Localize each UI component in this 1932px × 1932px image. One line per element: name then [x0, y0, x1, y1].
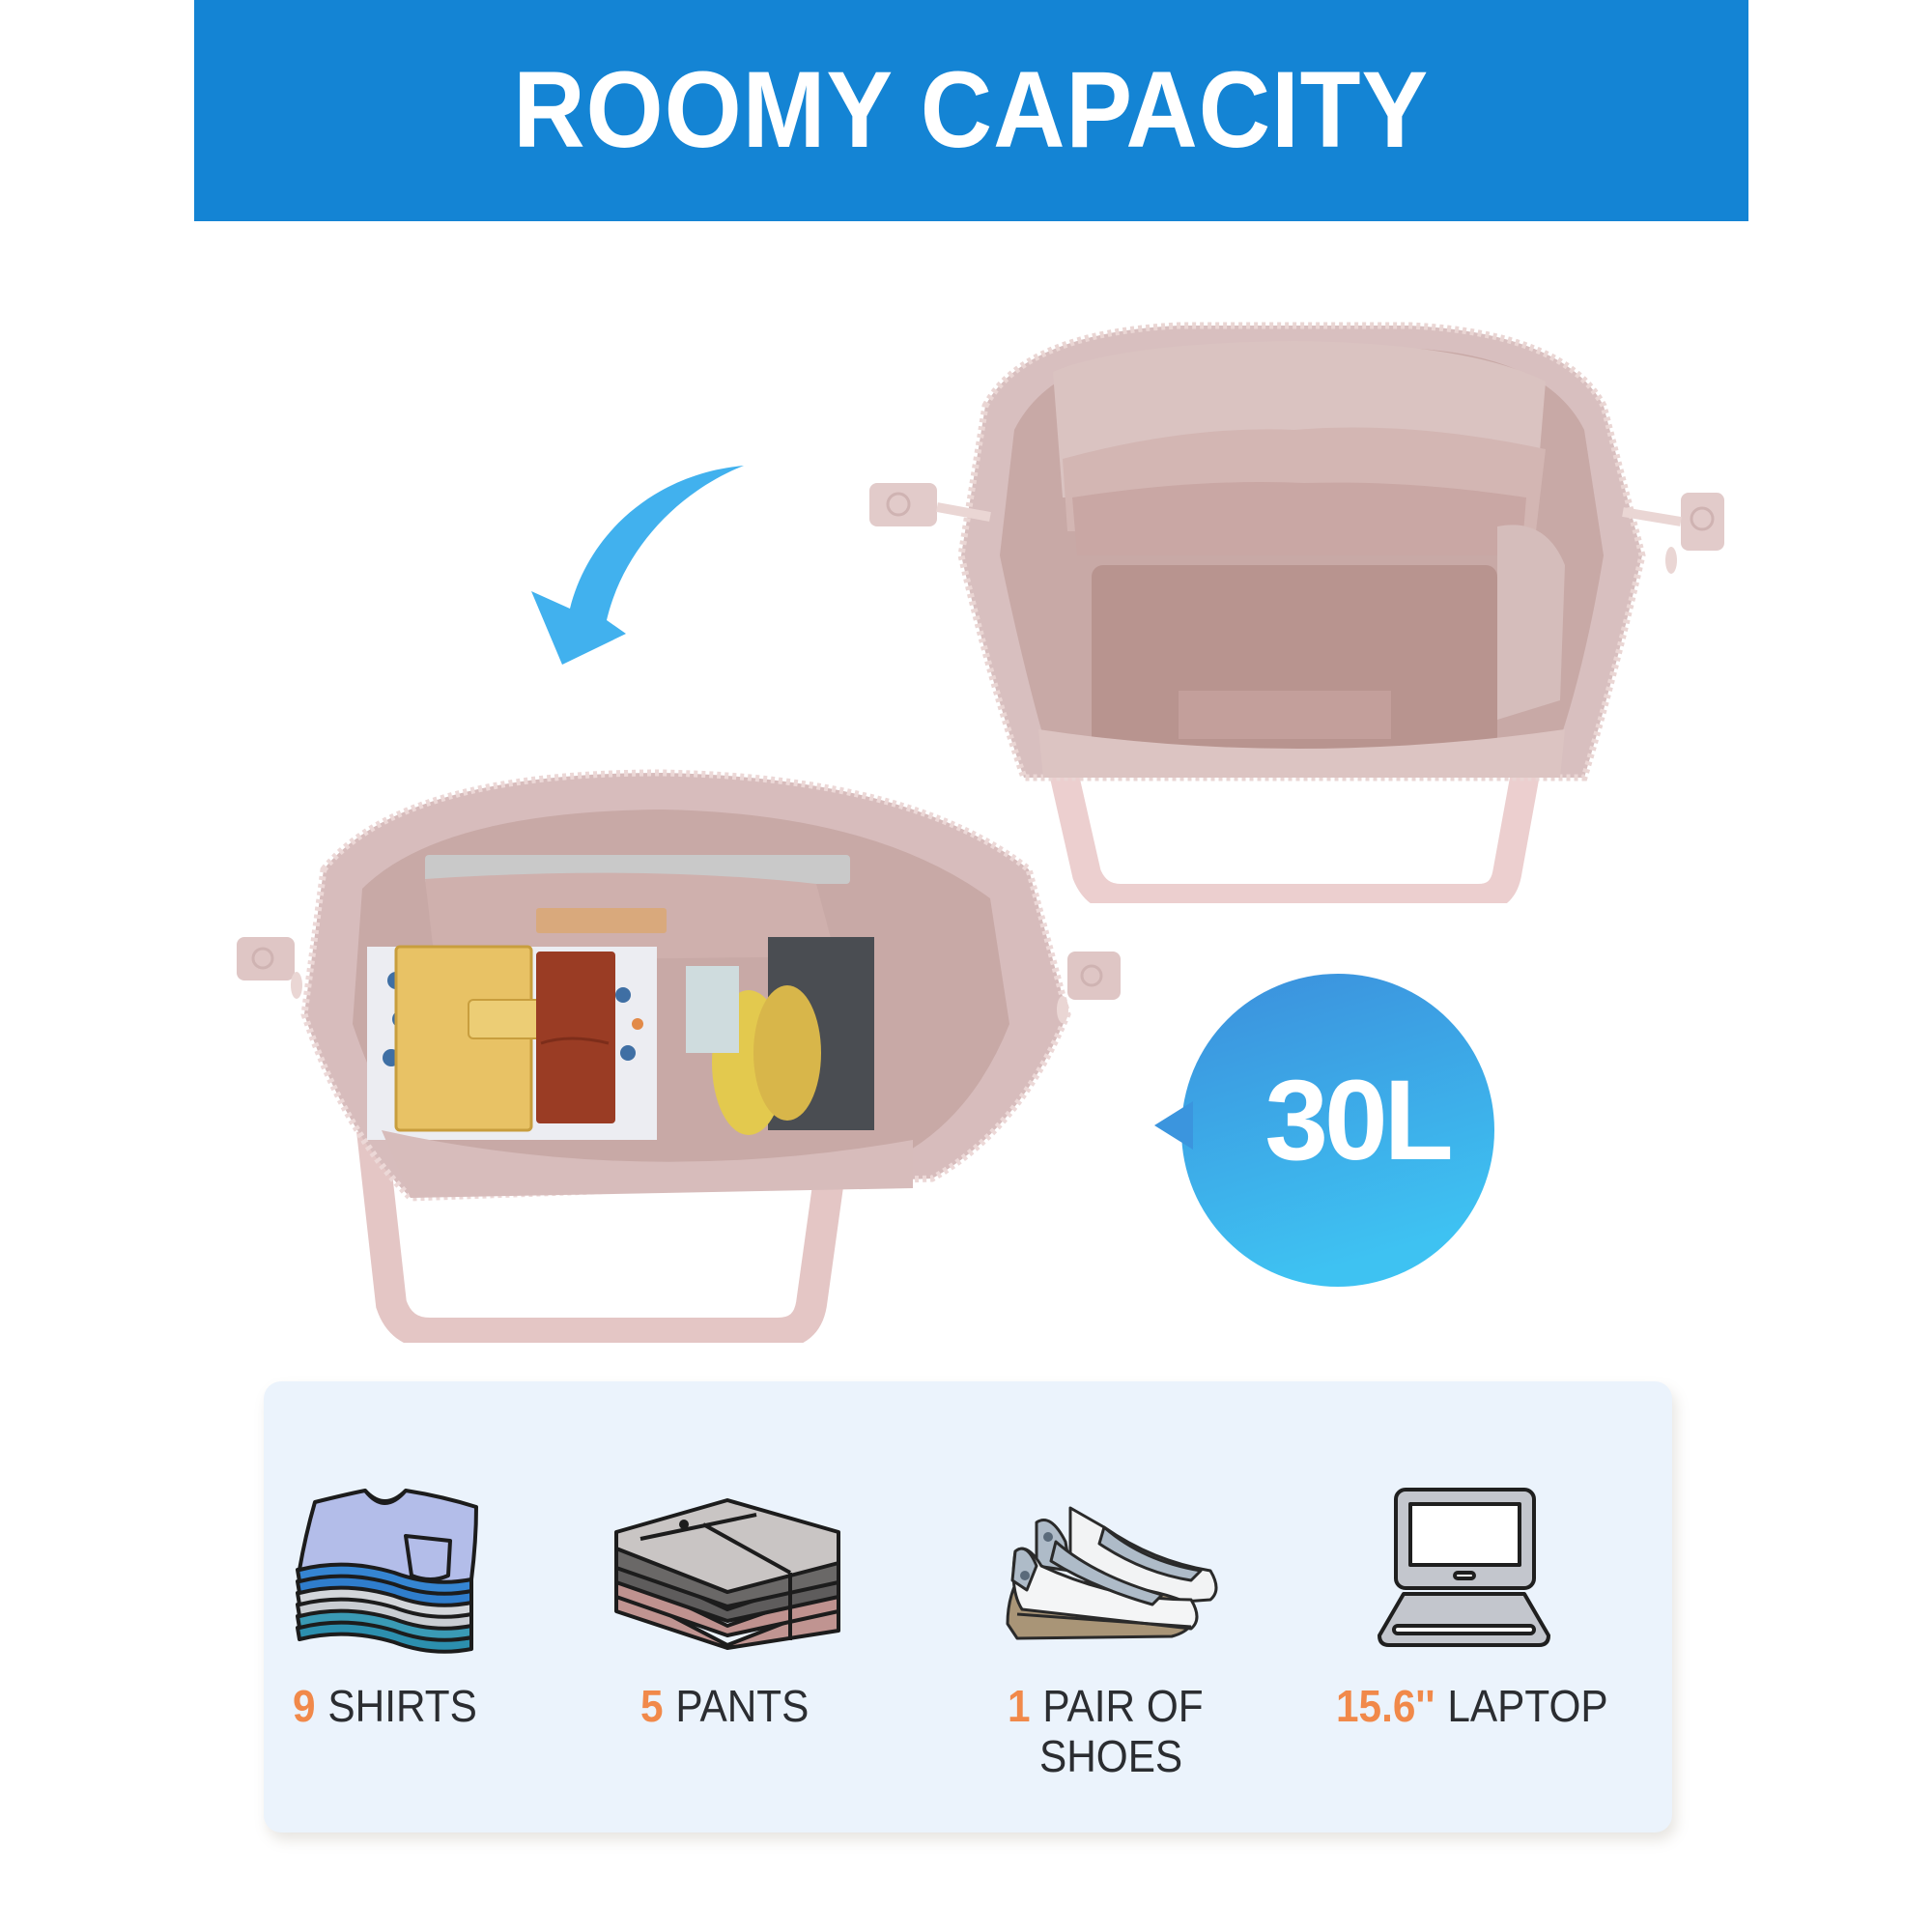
shoes-caption-line2: SHOES [1039, 1731, 1183, 1781]
shirts-stack-icon [288, 1483, 486, 1657]
laptop-caption: 15.6''LAPTOP [1336, 1681, 1608, 1731]
packed-bag-image [237, 763, 1125, 1343]
pants-stack-icon [611, 1495, 843, 1650]
empty-bag-image [869, 314, 1729, 903]
page-title: ROOMY CAPACITY [513, 49, 1430, 170]
sneakers-icon [998, 1484, 1225, 1658]
laptop-icon [1375, 1486, 1553, 1650]
capacity-value: 30L [1264, 1057, 1453, 1184]
curved-arrow-icon [502, 454, 744, 667]
capacity-badge: 30L [1150, 966, 1497, 1294]
header-banner: ROOMY CAPACITY [194, 0, 1748, 221]
